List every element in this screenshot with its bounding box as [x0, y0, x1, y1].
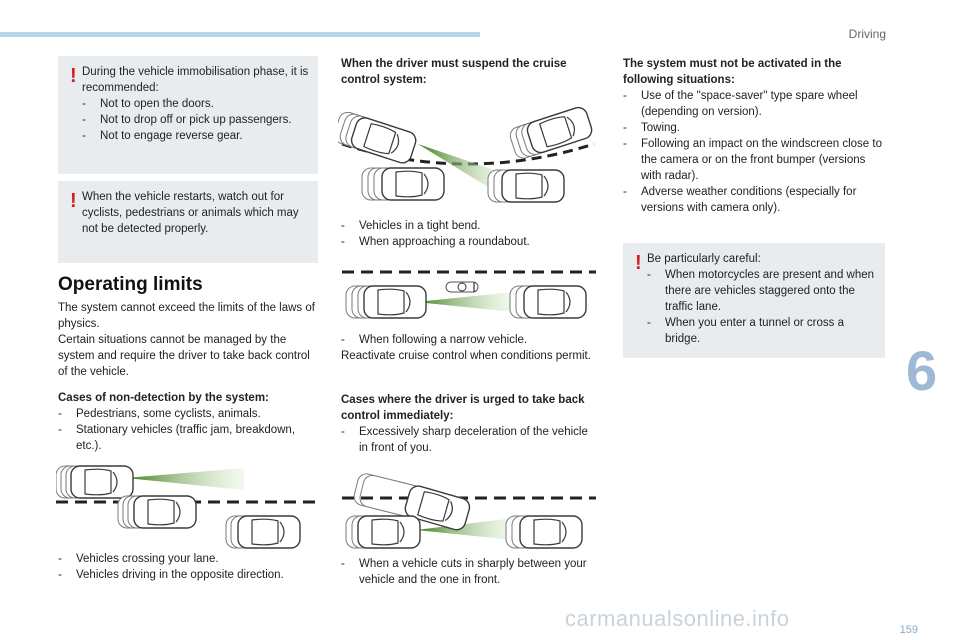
detection-beam — [418, 144, 506, 192]
watermark: carmanualsonline.info — [565, 606, 790, 631]
figure-tight-bend — [338, 104, 595, 203]
vehicle — [519, 515, 583, 549]
motorcycle-icon — [445, 281, 479, 293]
note-intro: During the vehicle immobilisation phase,… — [82, 66, 309, 94]
paragraph: The system cannot exceed the limits of t… — [58, 302, 315, 330]
list-item: Stationary vehicles (traffic jam, breakd… — [58, 422, 320, 454]
vehicle — [348, 114, 419, 166]
vehicle — [501, 169, 565, 203]
not-activated-block: The system must not be activated in the … — [623, 56, 885, 216]
top-accent-bar — [0, 32, 480, 37]
figure-cut-in — [342, 471, 596, 549]
vehicle — [357, 515, 421, 549]
list-item: Towing. — [623, 120, 885, 136]
suspend-list: Vehicles in a tight bend. When approachi… — [341, 218, 595, 250]
subheading: Cases where the driver is urged to take … — [341, 394, 585, 422]
operating-limits-body: The system cannot exceed the limits of t… — [58, 300, 318, 380]
detection-beam — [126, 468, 244, 490]
suspend-heading: When the driver must suspend the cruise … — [341, 58, 567, 86]
list-item: Not to open the doors. — [82, 96, 310, 112]
section-heading-operating-limits: Operating limits — [58, 274, 203, 295]
urged-block: Cases where the driver is urged to take … — [341, 392, 595, 456]
vehicle — [523, 285, 587, 319]
list-item: Not to engage reverse gear. — [82, 128, 310, 144]
detection-beam — [416, 292, 514, 312]
warning-icon: ! — [635, 252, 642, 274]
note-intro: Be particularly careful: — [647, 253, 761, 265]
list-item: When a vehicle cuts in sharply between y… — [341, 556, 595, 588]
paragraph: Certain situations cannot be managed by … — [58, 334, 310, 378]
vehicle — [381, 167, 445, 201]
paragraph: Reactivate cruise control when condition… — [341, 350, 591, 362]
figure-non-detection — [56, 465, 318, 549]
section-title: Driving — [848, 27, 886, 41]
cut-in-text: When a vehicle cuts in sharply between y… — [341, 556, 595, 588]
non-detection-block: Cases of non-detection by the system: Pe… — [58, 390, 320, 454]
list-item: Vehicles driving in the opposite directi… — [58, 567, 320, 583]
list-item: When you enter a tunnel or cross a bridg… — [647, 315, 877, 347]
warning-note-restart: ! When the vehicle restarts, watch out f… — [58, 181, 318, 263]
list-item: Vehicles in a tight bend. — [341, 218, 595, 234]
subheading: Cases of non-detection by the system: — [58, 392, 269, 404]
list-item: Following an impact on the windscreen cl… — [623, 136, 885, 184]
subheading: The system must not be activated in the … — [623, 58, 842, 86]
crossing-list: Vehicles crossing your lane. Vehicles dr… — [58, 551, 320, 583]
list-item: When following a narrow vehicle. — [341, 332, 595, 348]
note-text: When the vehicle restarts, watch out for… — [82, 191, 299, 235]
warning-icon: ! — [70, 65, 77, 87]
chapter-number: 6 — [906, 339, 938, 402]
list-item: Vehicles crossing your lane. — [58, 551, 320, 567]
warning-note-careful: ! Be particularly careful: When motorcyc… — [623, 243, 885, 358]
list-item: Excessively sharp deceleration of the ve… — [341, 424, 595, 456]
vehicle — [237, 515, 301, 549]
list-item: When approaching a roundabout. — [341, 234, 595, 250]
vehicle — [363, 285, 427, 319]
list-item: Use of the "space-saver" type spare whee… — [623, 88, 885, 120]
list-item: When motorcycles are present and when th… — [647, 267, 877, 315]
warning-note-immobilisation: ! During the vehicle immobilisation phas… — [58, 56, 318, 174]
narrow-vehicle-text: When following a narrow vehicle. Reactiv… — [341, 332, 595, 364]
list-item: Adverse weather conditions (especially f… — [623, 184, 885, 216]
list-item: Not to drop off or pick up passengers. — [82, 112, 310, 128]
detection-beam — [416, 518, 514, 540]
list-item: Pedestrians, some cyclists, animals. — [58, 406, 320, 422]
vehicle — [70, 465, 134, 499]
page-number: 159 — [899, 624, 918, 636]
figure-narrow-vehicle — [342, 270, 596, 319]
vehicle — [133, 495, 197, 529]
warning-icon: ! — [70, 190, 77, 212]
